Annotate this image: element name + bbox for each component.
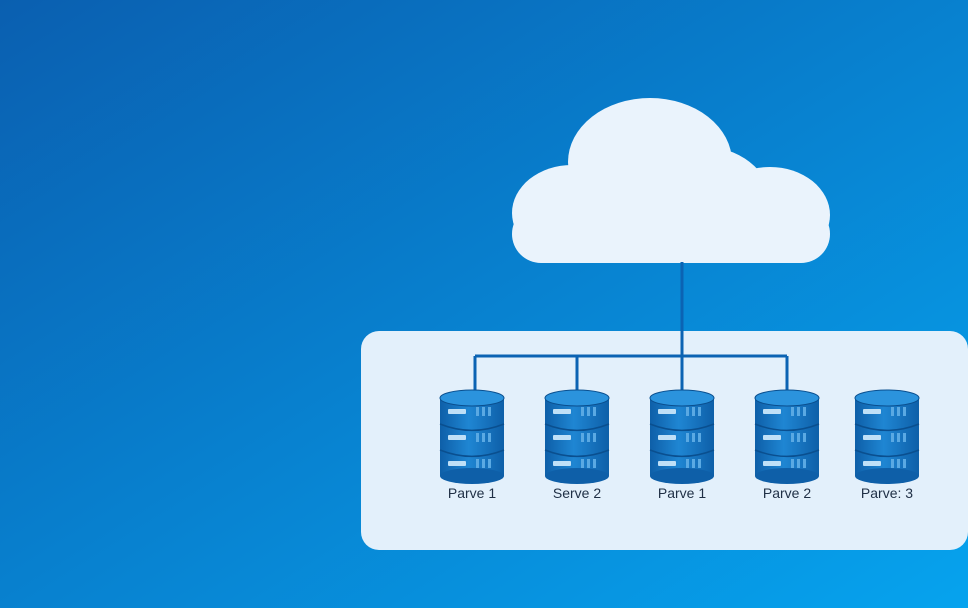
connector-lines xyxy=(473,262,789,398)
server-label: Parve 1 xyxy=(658,485,706,501)
server-icon xyxy=(544,389,610,484)
server-2: Serve 2 xyxy=(544,389,610,501)
server-label: Parve 1 xyxy=(448,485,496,501)
cloud-icon xyxy=(512,98,830,263)
server-1: Parve 1 xyxy=(439,389,505,501)
server-icon xyxy=(439,389,505,484)
server-label: Parve 2 xyxy=(763,485,811,501)
server-4: Parve 2 xyxy=(754,389,820,501)
server-label: Parve: 3 xyxy=(861,485,913,501)
server-icon xyxy=(754,389,820,484)
server-label: Serve 2 xyxy=(553,485,601,501)
server-icon xyxy=(649,389,715,484)
server-3: Parve 1 xyxy=(649,389,715,501)
server-5: Parve: 3 xyxy=(854,389,920,501)
server-icon xyxy=(854,389,920,484)
